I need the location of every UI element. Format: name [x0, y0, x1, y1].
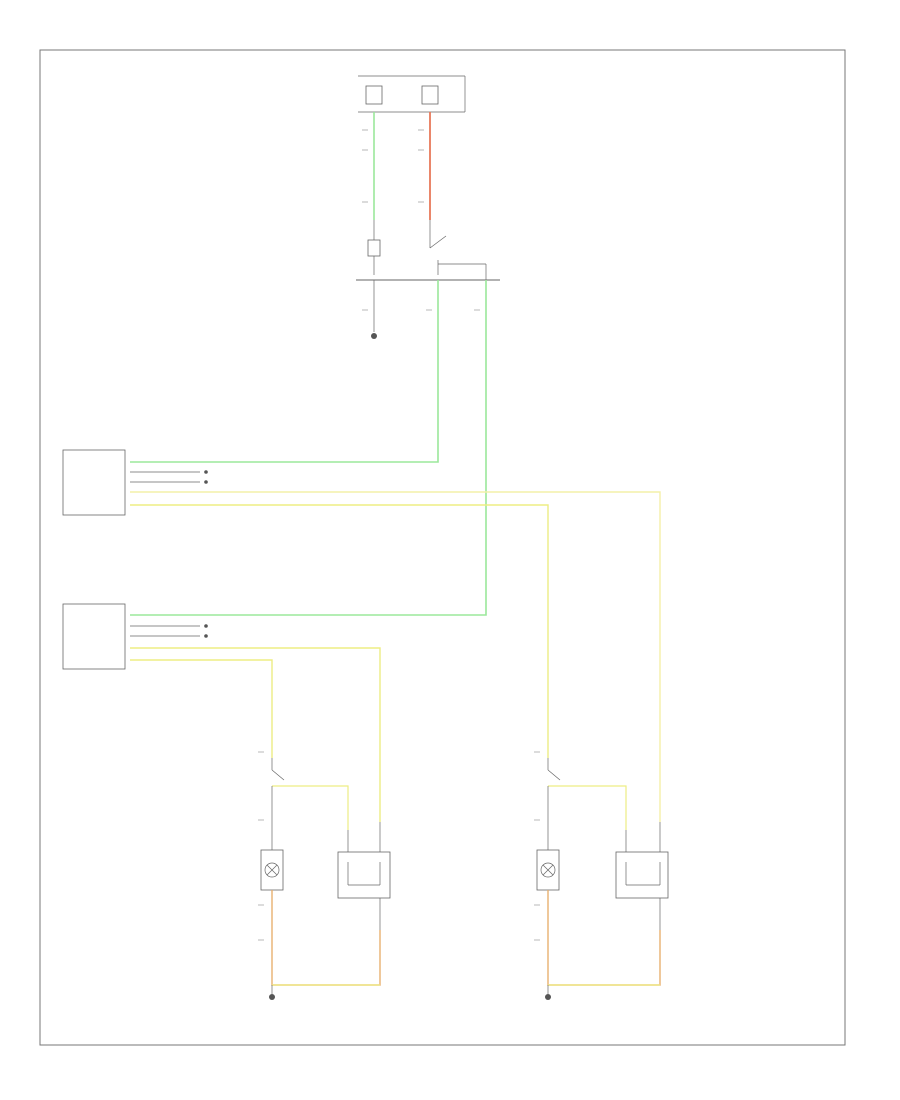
wire-yellow-left-1 [130, 647, 381, 822]
wire-green-left-module [130, 280, 487, 616]
ground-symbol-top [371, 333, 377, 339]
switch-contact [367, 239, 381, 257]
left-rear-module [62, 603, 126, 670]
ground-symbol-right [545, 994, 551, 1000]
splice-marker [204, 634, 208, 638]
left-lower-circuit [260, 758, 391, 1000]
splice-marker [204, 480, 208, 484]
fuse-left [365, 85, 383, 105]
wire-green-right-module [130, 280, 439, 463]
door-switch [356, 235, 500, 281]
wire-yellow-left-2 [130, 659, 273, 758]
left-rear-module-box [62, 603, 126, 670]
fuse-right [421, 85, 439, 105]
right-rear-relay [615, 851, 669, 899]
right-rear-module-box [62, 449, 126, 516]
ground-symbol-left [269, 994, 275, 1000]
splice-marker [204, 470, 208, 474]
connector-pins [258, 129, 540, 941]
right-rear-module [62, 449, 126, 516]
right-lower-circuit [536, 758, 669, 1000]
wire-light-yellow-right-1 [130, 491, 661, 822]
wire-orange-left-ground [271, 890, 381, 986]
fuse-panel [358, 75, 466, 113]
diagram-frame [39, 49, 846, 1046]
left-rear-relay [337, 851, 391, 899]
splice-marker [204, 624, 208, 628]
wire-yellow-right-2 [130, 504, 549, 758]
wire-orange-right-ground [547, 890, 661, 986]
